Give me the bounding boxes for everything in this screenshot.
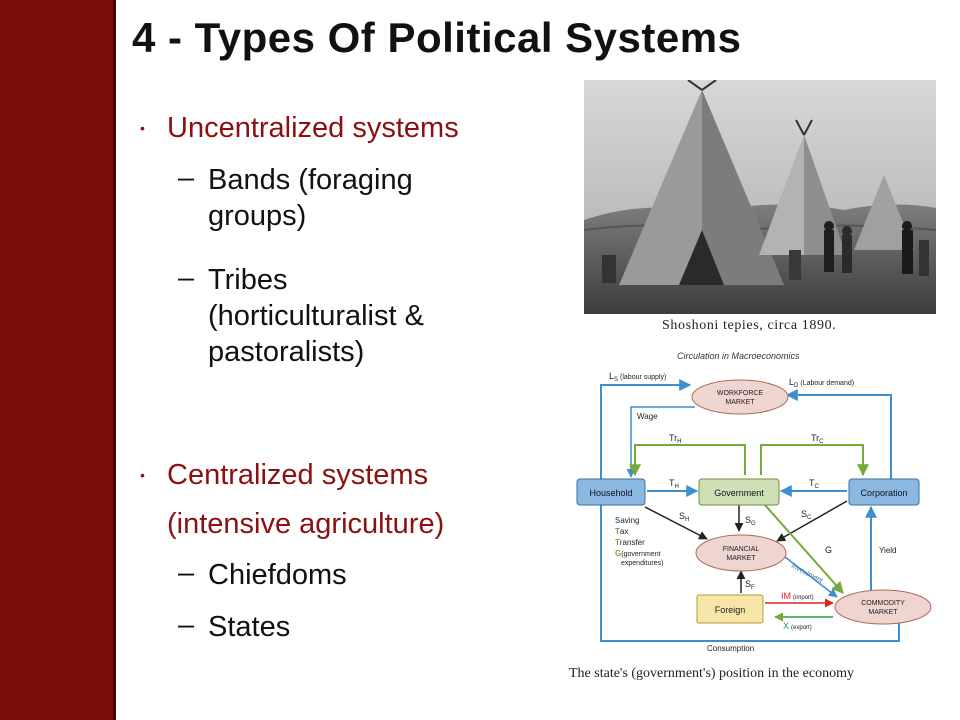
sub-bullet-tribes-cont1: (horticulturalist & (208, 300, 424, 332)
bullet-dot: • (140, 467, 145, 483)
sub-bullet-bands-cont: groups) (208, 200, 307, 232)
sub-bullet-dash: – (178, 162, 195, 194)
bullet-centralized-cont: (intensive agriculture) (167, 508, 445, 540)
svg-text:SC: SC (801, 509, 812, 521)
corporation-node: Corporation (860, 488, 907, 498)
tc-sub: C (815, 484, 820, 490)
im-label: IM (781, 591, 791, 601)
sub-bullet-tribes: Tribes (208, 264, 288, 296)
legend-t-rest: ax (620, 527, 628, 536)
svg-text:TH: TH (669, 478, 679, 490)
household-node: Household (589, 488, 632, 498)
bullet-centralized: Centralized systems (167, 459, 429, 491)
trc-label: Tr (811, 433, 819, 443)
sf-label: S (745, 579, 751, 589)
ls-sub: S (614, 377, 618, 383)
trc-sub: C (819, 439, 824, 445)
legend-g-rest-2: expenditures) (621, 560, 663, 567)
x-desc: (export) (791, 625, 812, 631)
diagram-caption: The state's (government's) position in t… (569, 666, 854, 681)
bullet-uncentralized: Uncentralized systems (167, 112, 459, 144)
svg-text:SF: SF (745, 579, 755, 591)
slide-title: 4 - Types Of Political Systems (132, 14, 742, 61)
svg-text:TC: TC (809, 478, 820, 490)
sub-bullet-tribes-cont2: pastoralists) (208, 336, 365, 368)
ld-label: L (789, 377, 794, 387)
sidebar-accent-bar (0, 0, 113, 720)
tc-label: T (809, 478, 815, 488)
svg-text:TrC: TrC (811, 433, 824, 445)
commodity-label: COMMODITY (861, 600, 905, 607)
svg-text:IM(import): IM(import) (781, 591, 814, 601)
legend-t: T (615, 527, 620, 536)
financial-label-2: MARKET (726, 555, 756, 562)
legend-tr-rest: ransfer (620, 538, 645, 547)
svg-text:X(export): X(export) (783, 621, 812, 631)
x-label: X (783, 621, 789, 631)
sc-label: S (801, 509, 807, 519)
svg-text:SG: SG (745, 515, 756, 527)
consumption-label: Consumption (707, 644, 754, 653)
sc-sub: C (807, 515, 812, 521)
diagram-legend: Saving Tax Transfer G(government expendi… (615, 516, 663, 567)
legend-s-rest: aving (620, 516, 639, 525)
workforce-label: WORKFORCE (717, 390, 764, 397)
photo-caption: Shoshoni tepies, circa 1890. (662, 318, 837, 333)
sub-bullet-chiefdoms: Chiefdoms (208, 559, 347, 591)
sub-bullet-bands: Bands (foraging (208, 164, 413, 196)
th-sub: H (675, 484, 679, 490)
svg-text:Transfer: Transfer (615, 538, 645, 547)
ls-label: L (609, 371, 614, 381)
sh-label: S (679, 511, 685, 521)
circulation-diagram: Circulation in Macroeconomics WORKFORCE … (576, 351, 932, 653)
sg-label: S (745, 515, 751, 525)
sh-sub: H (685, 517, 689, 523)
svg-text:TrH: TrH (669, 433, 682, 445)
sub-bullet-dash: – (178, 262, 195, 294)
svg-text:SH: SH (679, 511, 689, 523)
svg-text:LD(Labour demand): LD(Labour demand) (789, 377, 854, 389)
svg-text:Tax: Tax (615, 527, 628, 536)
svg-text:LS(labour supply): LS(labour supply) (609, 371, 666, 383)
sub-bullet-states: States (208, 611, 291, 643)
sidebar-edge (113, 0, 116, 720)
legend-g: G (615, 549, 621, 558)
ld-desc: (Labour demand) (800, 380, 854, 387)
g-label: G (825, 545, 832, 555)
government-node: Government (714, 488, 764, 498)
legend-tr: T (615, 538, 620, 547)
sub-bullet-dash: – (178, 557, 195, 589)
financial-label: FINANCIAL (723, 546, 760, 553)
legend-s: S (615, 516, 621, 525)
tepee-photo (584, 80, 936, 314)
bullet-dot: • (140, 120, 145, 136)
diagram-heading: Circulation in Macroeconomics (677, 351, 800, 361)
ld-sub: D (794, 383, 799, 389)
th-label: T (669, 478, 675, 488)
commodity-label-2: MARKET (868, 609, 898, 616)
workforce-label-2: MARKET (725, 399, 755, 406)
svg-text:Saving: Saving (615, 516, 639, 525)
foreign-node: Foreign (715, 605, 746, 615)
wage-label: Wage (637, 412, 658, 421)
sf-sub: F (751, 585, 755, 591)
trh-sub: H (677, 439, 681, 445)
sub-bullet-dash: – (178, 609, 195, 641)
yield-label: Yield (879, 546, 897, 555)
ls-desc: (labour supply) (620, 374, 666, 381)
im-desc: (import) (793, 595, 814, 601)
legend-g-rest: (government (621, 551, 660, 558)
trh-label: Tr (669, 433, 677, 443)
sg-sub: G (751, 521, 756, 527)
svg-text:G(government: G(government (615, 549, 661, 558)
